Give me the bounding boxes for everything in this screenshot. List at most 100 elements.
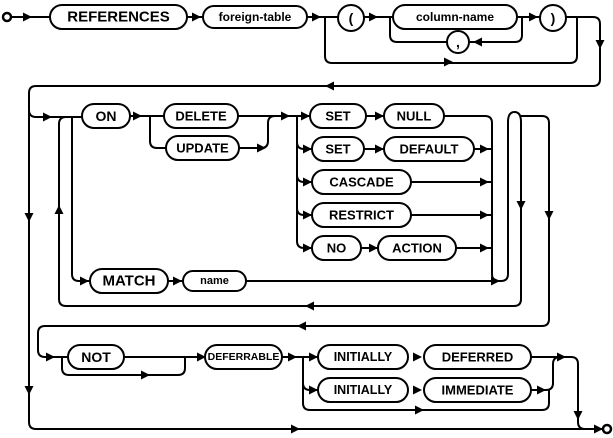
node-label-restrict: RESTRICT [329, 208, 394, 223]
arrowhead-icon [375, 144, 384, 154]
connector-line [246, 110, 522, 307]
node-delete: DELETE [163, 103, 239, 129]
arrowhead-icon [309, 352, 318, 362]
node-shape-comma [446, 30, 470, 54]
node-label-deferrable: DEFERRABLE [208, 351, 280, 363]
connector-line [71, 118, 90, 282]
node-label-name: name [200, 275, 229, 287]
node-default: DEFAULT [383, 136, 475, 162]
node-label-immediate: IMMEDIATE [442, 383, 514, 398]
node-label-column-name: column-name [416, 10, 494, 24]
node-label-foreign-table: foreign-table [219, 10, 292, 24]
arrowhead-icon [303, 210, 312, 220]
arrowhead-icon [80, 276, 89, 286]
arrowhead-icon [43, 112, 52, 122]
node-shape-default [383, 136, 475, 162]
node-update: UPDATE [165, 135, 240, 161]
node-label-set-2: SET [325, 142, 350, 157]
node-shape-cascade [311, 169, 412, 195]
node-on: ON [81, 103, 131, 129]
node-shape-delete [163, 103, 239, 129]
arrowhead-icon [480, 243, 489, 253]
node-shape-restrict [311, 202, 412, 228]
node-column-name: column-name [392, 4, 518, 30]
node-open-paren: ( [337, 4, 365, 32]
arrowhead-icon [375, 111, 384, 121]
node-label-on: ON [96, 108, 117, 124]
connector-line [531, 356, 592, 430]
node-match: MATCH [89, 268, 169, 294]
node-deferred: DEFERRED [423, 344, 532, 370]
node-restrict: RESTRICT [311, 202, 412, 228]
node-label-default: DEFAULT [400, 142, 459, 157]
connector-line [149, 117, 166, 149]
end-terminal-icon [601, 423, 613, 435]
node-action: ACTION [377, 235, 457, 261]
connector-line [58, 116, 514, 307]
node-shape-null [383, 103, 445, 129]
arrowhead-icon [594, 424, 603, 434]
arrowhead-icon [491, 276, 500, 286]
arrowhead-icon [257, 143, 266, 153]
node-label-match: MATCH [102, 273, 155, 290]
node-label-initially-1: INITIALLY [334, 350, 393, 364]
arrowhead-icon [312, 12, 321, 22]
node-set-2: SET [311, 136, 365, 162]
arrowhead-icon [413, 385, 422, 395]
arrowhead-icon [529, 12, 538, 22]
arrowhead-icon [516, 201, 526, 210]
arrowhead-icon [133, 111, 142, 121]
arrowhead-icon [369, 243, 378, 253]
node-shape-update [165, 135, 240, 161]
node-not: NOT [67, 344, 125, 370]
node-shape-immediate [423, 377, 532, 403]
node-label-no: NO [327, 241, 347, 256]
node-label-open-paren: ( [349, 10, 354, 26]
connector-line [389, 18, 447, 43]
arrowhead-icon [24, 386, 34, 395]
node-initially-1: INITIALLY [317, 344, 409, 370]
arrowhead-icon [413, 352, 422, 362]
arrowhead-icon [192, 12, 201, 22]
node-label-references: REFERENCES [67, 9, 170, 26]
node-shape-references [49, 4, 188, 30]
node-set-1: SET [309, 103, 367, 129]
node-shape-deferrable [204, 344, 283, 370]
arrowhead-icon [303, 177, 312, 187]
arrowhead-icon [415, 405, 424, 415]
node-shape-close-paren [539, 4, 567, 32]
arrowhead-icon [173, 276, 182, 286]
node-foreign-table: foreign-table [202, 5, 308, 29]
arrowhead-icon [480, 177, 489, 187]
node-shape-column-name [392, 4, 518, 30]
arrowhead-icon [297, 321, 306, 331]
connector-line [239, 115, 276, 149]
node-label-not: NOT [81, 349, 111, 365]
node-label-close-paren: ) [551, 10, 556, 26]
arrowhead-icon [141, 370, 150, 380]
arrowhead-icon [573, 411, 583, 420]
node-shape-name [182, 270, 247, 292]
node-no: NO [311, 235, 362, 261]
node-label-comma: , [456, 34, 460, 50]
node-name: name [182, 270, 247, 292]
arrowhead-icon [281, 111, 290, 121]
connector-line [61, 358, 186, 376]
arrowhead-icon [480, 144, 489, 154]
arrowhead-icon [444, 57, 453, 67]
arrowhead-icon [325, 81, 334, 91]
arrowhead-icon [537, 385, 546, 395]
node-deferrable: DEFERRABLE [204, 344, 283, 370]
connector-line [37, 115, 550, 358]
node-shape-set-1 [309, 103, 367, 129]
node-cascade: CASCADE [311, 169, 412, 195]
node-label-initially-2: INITIALLY [334, 383, 393, 397]
node-shape-no [311, 235, 362, 261]
node-shape-deferred [423, 344, 532, 370]
connector-line [302, 383, 550, 411]
node-initially-2: INITIALLY [317, 377, 409, 403]
node-shape-foreign-table [202, 5, 308, 29]
start-terminal-icon [1, 11, 13, 23]
arrowhead-icon [197, 352, 206, 362]
